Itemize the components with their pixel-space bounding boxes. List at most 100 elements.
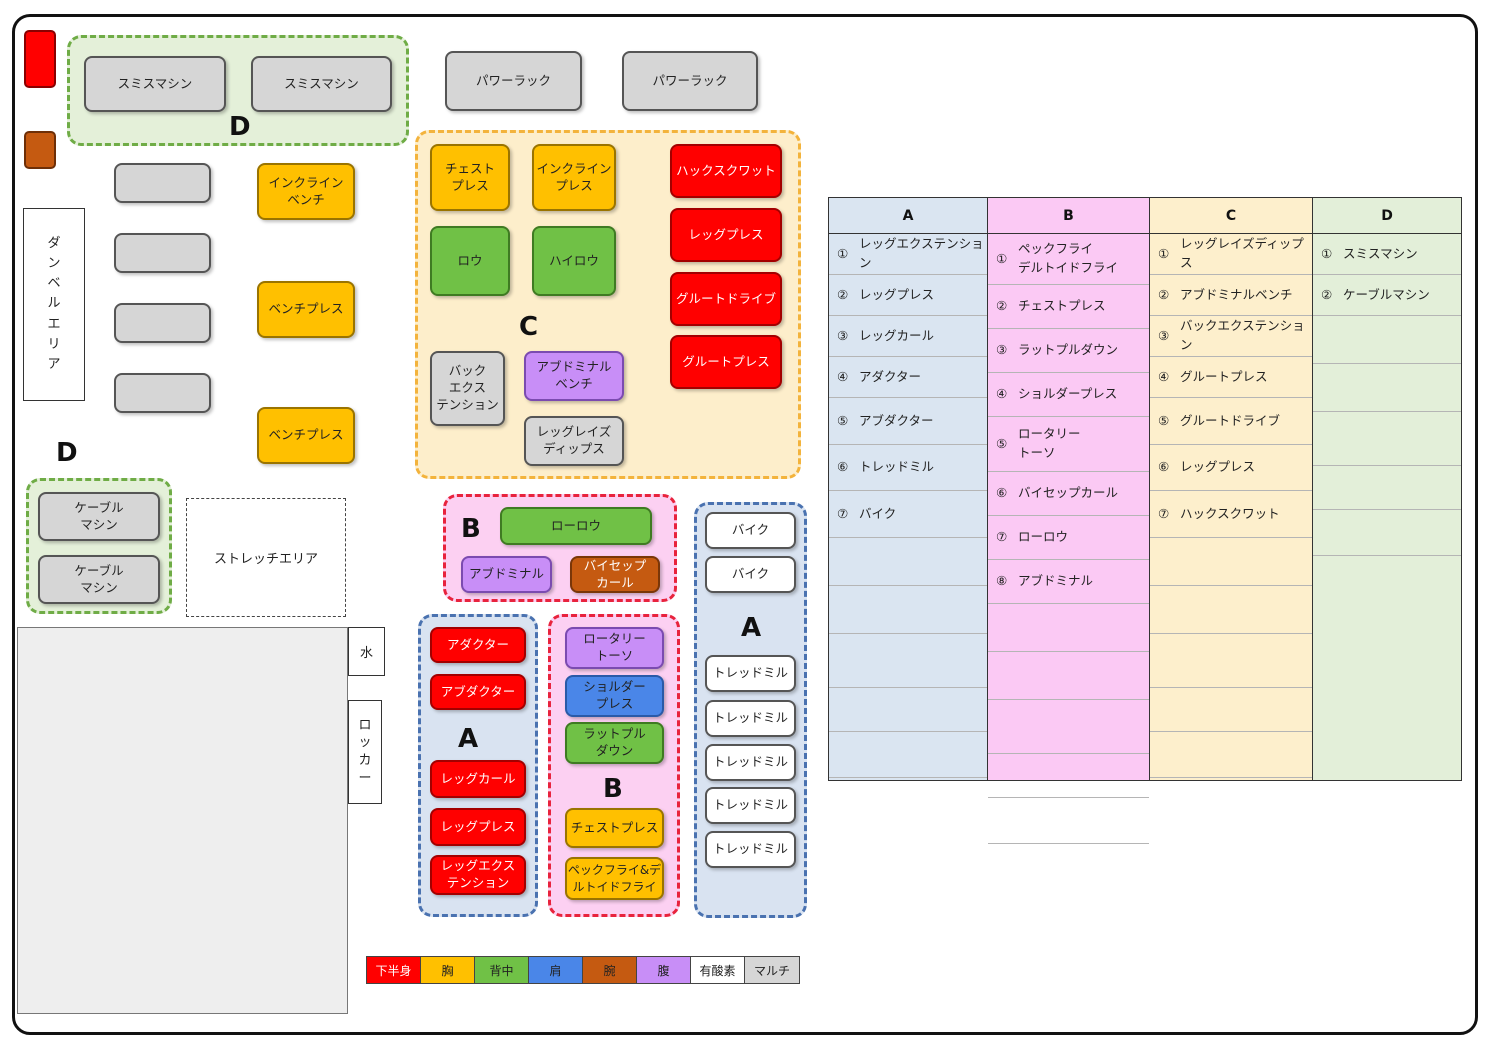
machine-leg-extension[interactable]: レッグエクス テンション xyxy=(430,855,526,895)
row-number: ⑤ xyxy=(837,412,849,428)
machine-back-extension[interactable]: バック エクス テンション xyxy=(430,351,505,426)
machine-smith-2[interactable]: スミスマシン xyxy=(251,56,392,112)
row-number: ① xyxy=(1158,245,1170,261)
row-label: バイセップカール xyxy=(1018,485,1119,501)
machine-peck-fly[interactable]: ペックフライ&デ ルトイドフライ xyxy=(565,857,664,900)
row-label: レッグカール xyxy=(859,327,935,343)
unlabeled-equipment-3[interactable] xyxy=(114,303,211,343)
row-label: レッグエクステンション xyxy=(859,236,984,270)
machine-high-row[interactable]: ハイロウ xyxy=(532,226,616,296)
machine-leg-curl[interactable]: レッグカール xyxy=(430,760,526,798)
machine-treadmill-2[interactable]: トレッドミル xyxy=(705,700,796,737)
machine-glute-press[interactable]: グルートプレス xyxy=(670,335,782,389)
empty-row xyxy=(1150,634,1312,688)
row-label: アブドミナルベンチ xyxy=(1180,286,1293,302)
machine-abductor[interactable]: アブダクター xyxy=(430,674,526,710)
machine-row[interactable]: ロウ xyxy=(430,226,510,296)
unlabeled-equipment-2[interactable] xyxy=(114,233,211,273)
machine-rotary-torso[interactable]: ロータリー トーソ xyxy=(565,627,664,669)
machine-low-row-b[interactable]: ローロウ xyxy=(500,507,652,545)
row-number: ④ xyxy=(1158,368,1170,384)
machine-power-rack-1[interactable]: パワーラック xyxy=(445,51,582,111)
row-label: ラットプルダウン xyxy=(1018,342,1119,358)
stretch-area: ストレッチエリア xyxy=(186,498,346,617)
row-number: ① xyxy=(1321,245,1333,261)
row-number: ⑧ xyxy=(996,573,1008,589)
row-number: ⑥ xyxy=(1158,459,1170,475)
row-number: ⑤ xyxy=(996,435,1008,451)
zone-label-d-top: D xyxy=(229,112,251,142)
row-label: レッグプレス xyxy=(859,286,935,302)
machine-glute-drive[interactable]: グルートドライブ xyxy=(670,272,782,326)
row-label: アブダクター xyxy=(859,412,934,428)
empty-row xyxy=(829,688,987,732)
row-number: ④ xyxy=(996,386,1008,402)
machine-bike-2[interactable]: バイク xyxy=(705,556,796,593)
legend-item: 腹 xyxy=(637,957,691,983)
machine-treadmill-1[interactable]: トレッドミル xyxy=(705,655,796,692)
row-label: アブドミナル xyxy=(1018,573,1094,589)
machine-adductor[interactable]: アダクター xyxy=(430,627,526,663)
row-label: ショルダープレス xyxy=(1018,386,1118,402)
empty-row xyxy=(1313,364,1461,412)
machine-bench-press-1[interactable]: ベンチプレス xyxy=(257,281,355,338)
row-number: ① xyxy=(996,250,1008,266)
machine-leg-raise-dips[interactable]: レッグレイズ ディップス xyxy=(524,416,624,466)
machine-lat-pulldown[interactable]: ラットプル ダウン xyxy=(565,722,664,764)
machine-cable-2[interactable]: ケーブル マシン xyxy=(38,555,160,604)
machine-bicep-curl[interactable]: バイセップ カール xyxy=(570,556,660,593)
row-label: バックエクステンション xyxy=(1180,318,1305,352)
machine-bench-press-2[interactable]: ベンチプレス xyxy=(257,407,355,464)
zone-label-b-mid: B xyxy=(603,774,623,804)
empty-row xyxy=(1150,538,1312,586)
row-number: ⑦ xyxy=(837,505,849,521)
machine-power-rack-2[interactable]: パワーラック xyxy=(622,51,758,111)
machine-treadmill-3[interactable]: トレッドミル xyxy=(705,744,796,781)
table-row: ④ ショルダープレス xyxy=(988,373,1149,417)
machine-hack-squat[interactable]: ハックスクワット xyxy=(670,144,782,198)
machine-abdominal-bench[interactable]: アブドミナル ベンチ xyxy=(524,351,624,401)
row-label: ロータリー トーソ xyxy=(1018,426,1081,460)
machine-cable-1[interactable]: ケーブル マシン xyxy=(38,492,160,541)
machine-smith-1[interactable]: スミスマシン xyxy=(84,56,226,112)
machine-shoulder-press[interactable]: ショルダー プレス xyxy=(565,675,664,717)
legend-item: 肩 xyxy=(529,957,583,983)
unlabeled-equipment-1[interactable] xyxy=(114,163,211,203)
empty-row xyxy=(1313,316,1461,364)
machine-leg-press-c[interactable]: レッグプレス xyxy=(670,208,782,262)
empty-row xyxy=(829,732,987,778)
empty-row xyxy=(829,634,987,688)
row-label: ペックフライ デルトイドフライ xyxy=(1018,241,1119,275)
row-label: トレッドミル xyxy=(859,459,935,475)
machine-abdominal-b[interactable]: アブドミナル xyxy=(461,556,552,593)
row-number: ③ xyxy=(837,327,849,343)
machine-treadmill-5[interactable]: トレッドミル xyxy=(705,831,796,868)
row-number: ⑦ xyxy=(996,529,1008,545)
machine-chest-press-c[interactable]: チェスト プレス xyxy=(430,144,510,211)
table-row: ① ペックフライ デルトイドフライ xyxy=(988,234,1149,285)
empty-row xyxy=(1313,412,1461,466)
empty-row xyxy=(829,538,987,586)
machine-chest-press-b[interactable]: チェストプレス xyxy=(565,808,664,848)
empty-row xyxy=(988,604,1149,652)
machine-incline-press[interactable]: インクライン プレス xyxy=(532,144,616,211)
machine-leg-press-a[interactable]: レッグプレス xyxy=(430,808,526,846)
table-header: A xyxy=(829,198,987,234)
machine-bike-1[interactable]: バイク xyxy=(705,512,796,549)
machine-treadmill-4[interactable]: トレッドミル xyxy=(705,787,796,824)
legend-item: マルチ xyxy=(745,957,799,983)
machine-incline-bench[interactable]: インクライン ベンチ xyxy=(257,163,355,220)
unlabeled-equipment-4[interactable] xyxy=(114,373,211,413)
